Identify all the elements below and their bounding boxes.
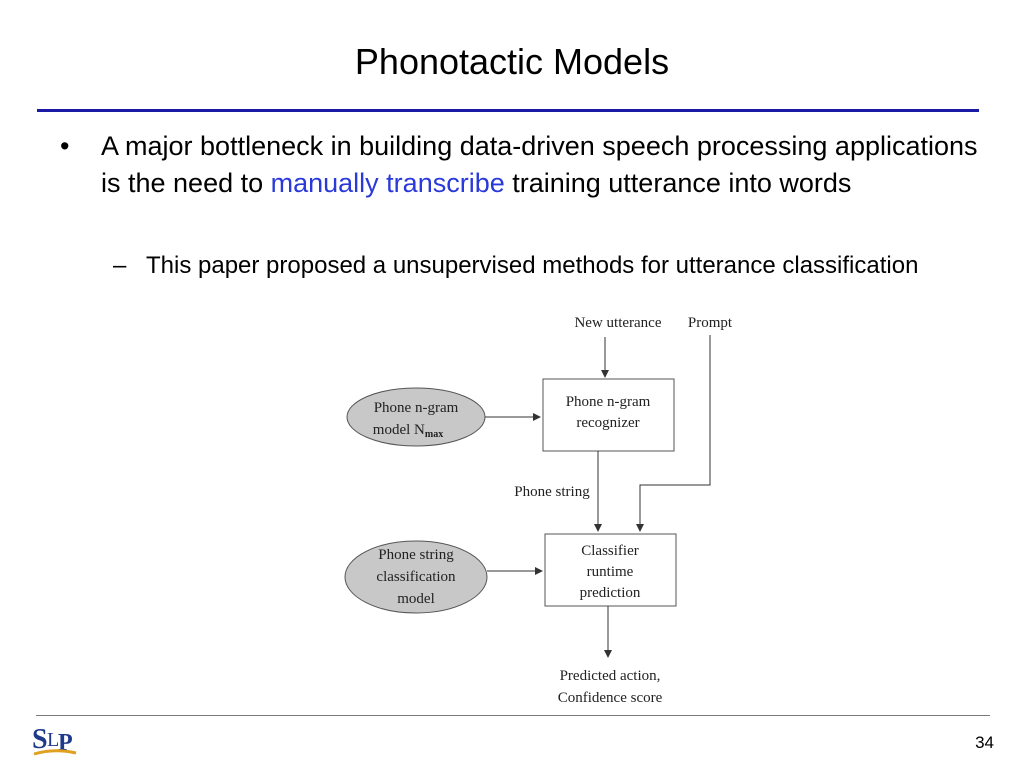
output-label-line2: Confidence score <box>558 690 663 706</box>
main-bullet: A major bottleneck in building data-driv… <box>101 128 1001 202</box>
input-prompt-label: Prompt <box>688 315 733 331</box>
sub-bullet: This paper proposed a unsupervised metho… <box>146 252 919 279</box>
slp-logo: S L P <box>32 724 77 756</box>
slide-title: Phonotactic Models <box>354 41 670 82</box>
logo-swoosh <box>33 749 77 756</box>
sub-bullet-marker: – <box>113 252 127 279</box>
phone-string-label: Phone string <box>514 484 590 500</box>
classification-model-label-line1: Phone string <box>378 547 454 563</box>
classifier-box <box>544 533 677 607</box>
classifier-label-line1: Classifier <box>581 543 639 559</box>
logo-letter-l: L <box>47 729 59 751</box>
footer-divider <box>36 715 990 716</box>
ngram-model-label-main: model N <box>373 422 425 438</box>
recognizer-label-line2: recognizer <box>576 415 639 431</box>
bullet-text-before: A major bottleneck in building data-driv… <box>101 131 978 198</box>
ngram-model-label-line1: Phone n-gram <box>374 400 459 416</box>
bullet-marker: • <box>60 131 70 161</box>
output-label-line1: Predicted action, <box>560 668 661 684</box>
arrow-prompt-to-classifier <box>636 335 711 532</box>
phonotactic-diagram: New utterance Prompt Phone n-gram model … <box>344 315 733 706</box>
ngram-model-label-line2: model Nmax <box>373 422 443 440</box>
classifier-label-line2: runtime <box>587 564 634 580</box>
bullet-text-after: training utterance into words <box>504 168 852 198</box>
classification-model-label-line2: classification <box>376 569 456 585</box>
input-new-utterance-label: New utterance <box>574 315 661 331</box>
ngram-model-label-subscript: max <box>425 429 443 440</box>
recognizer-box <box>542 378 675 452</box>
classification-model-ellipse <box>344 540 488 614</box>
logo-letter-s: S <box>32 724 48 755</box>
classification-model-label-line3: model <box>397 591 435 607</box>
title-divider <box>37 109 979 112</box>
classifier-label-line3: prediction <box>580 585 641 601</box>
bullet-highlight: manually transcribe <box>270 168 505 198</box>
page-number: 34 <box>975 733 994 752</box>
recognizer-label-line1: Phone n-gram <box>566 394 651 410</box>
